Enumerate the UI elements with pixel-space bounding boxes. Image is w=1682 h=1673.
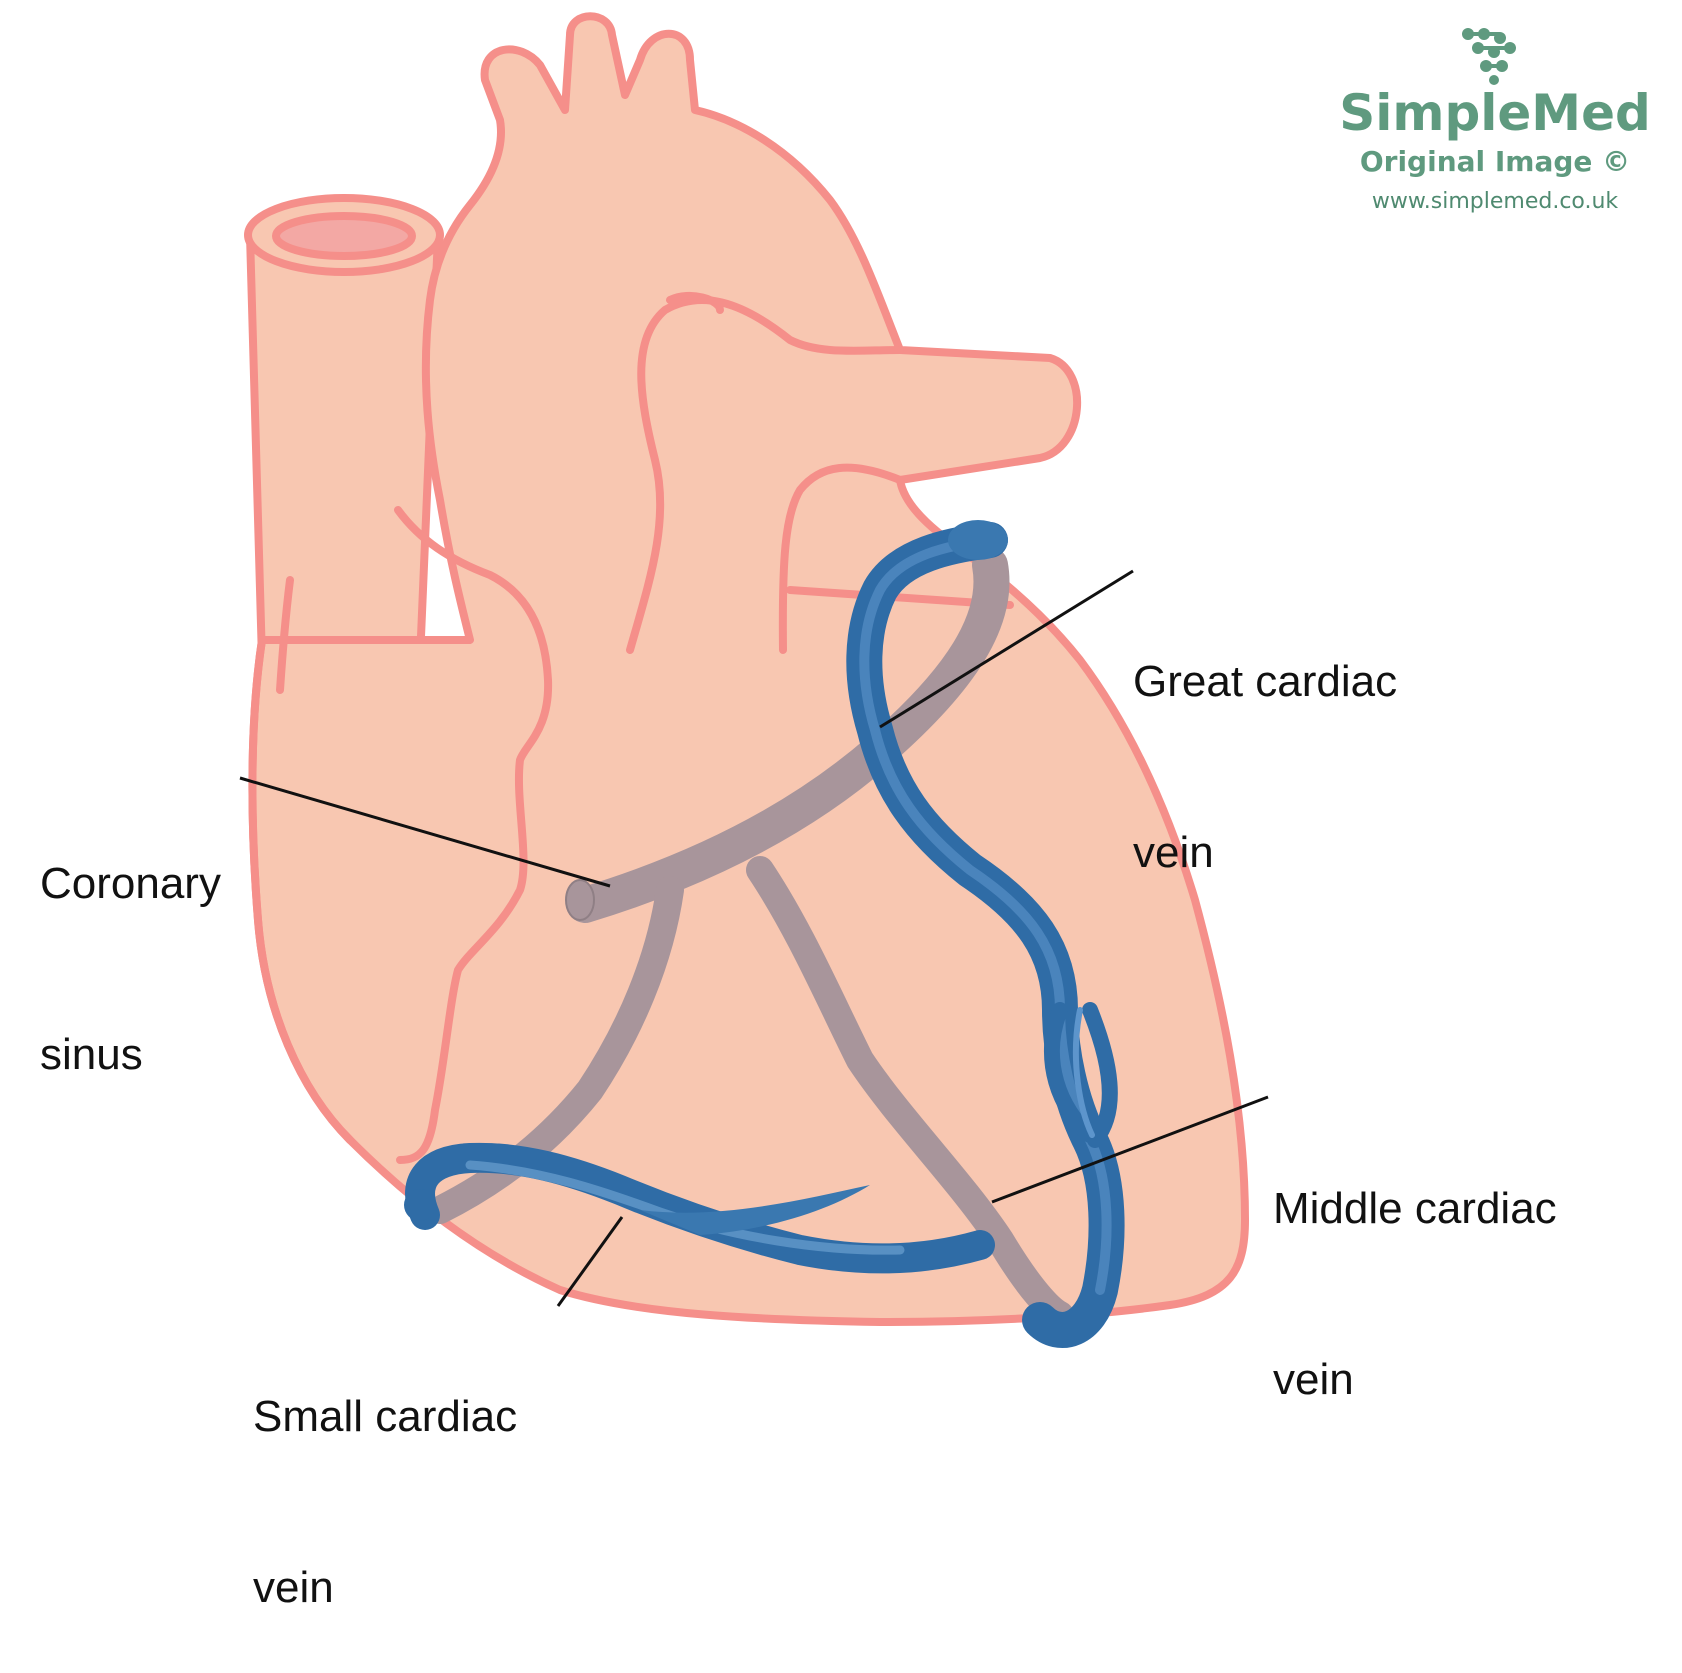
label-great-cardiac-vein-line1: Great cardiac [1133, 657, 1398, 706]
great-vessel-lines [276, 291, 1014, 1164]
leader-great-cardiac-vein [879, 569, 1134, 729]
label-great-cardiac-vein: Great cardiac vein [1133, 539, 1397, 938]
brand-name: SimpleMed [1339, 84, 1651, 142]
label-small-cardiac-vein-line2: vein [253, 1563, 334, 1612]
label-coronary-sinus-line1: Coronary [40, 859, 221, 908]
leader-small-cardiac-vein [556, 1216, 624, 1307]
brand-url: www.simplemed.co.uk [1371, 189, 1619, 214]
molecule-dots-icon [1462, 28, 1516, 85]
label-middle-cardiac-vein-line1: Middle cardiac [1273, 1184, 1557, 1233]
great-cardiac-vein [846, 520, 1125, 1348]
label-small-cardiac-vein: Small cardiac vein [253, 1274, 517, 1673]
leader-lines [239, 569, 1269, 1307]
heart-diagram [239, 12, 1269, 1348]
leader-coronary-sinus [239, 776, 611, 888]
label-middle-cardiac-vein: Middle cardiac vein [1273, 1066, 1557, 1465]
label-middle-cardiac-vein-line2: vein [1273, 1355, 1354, 1404]
label-coronary-sinus: Coronary sinus [40, 741, 221, 1140]
brand-subtitle: Original Image © [1359, 145, 1631, 178]
simplemed-watermark: SimpleMed Original Image © www.simplemed… [1330, 20, 1660, 218]
leader-middle-cardiac-vein [991, 1095, 1269, 1204]
label-coronary-sinus-line2: sinus [40, 1030, 143, 1079]
label-great-cardiac-vein-line2: vein [1133, 828, 1214, 877]
small-cardiac-vein [404, 1142, 995, 1274]
superior-vena-cava [244, 194, 444, 664]
coronary-sinus [426, 547, 1074, 1329]
